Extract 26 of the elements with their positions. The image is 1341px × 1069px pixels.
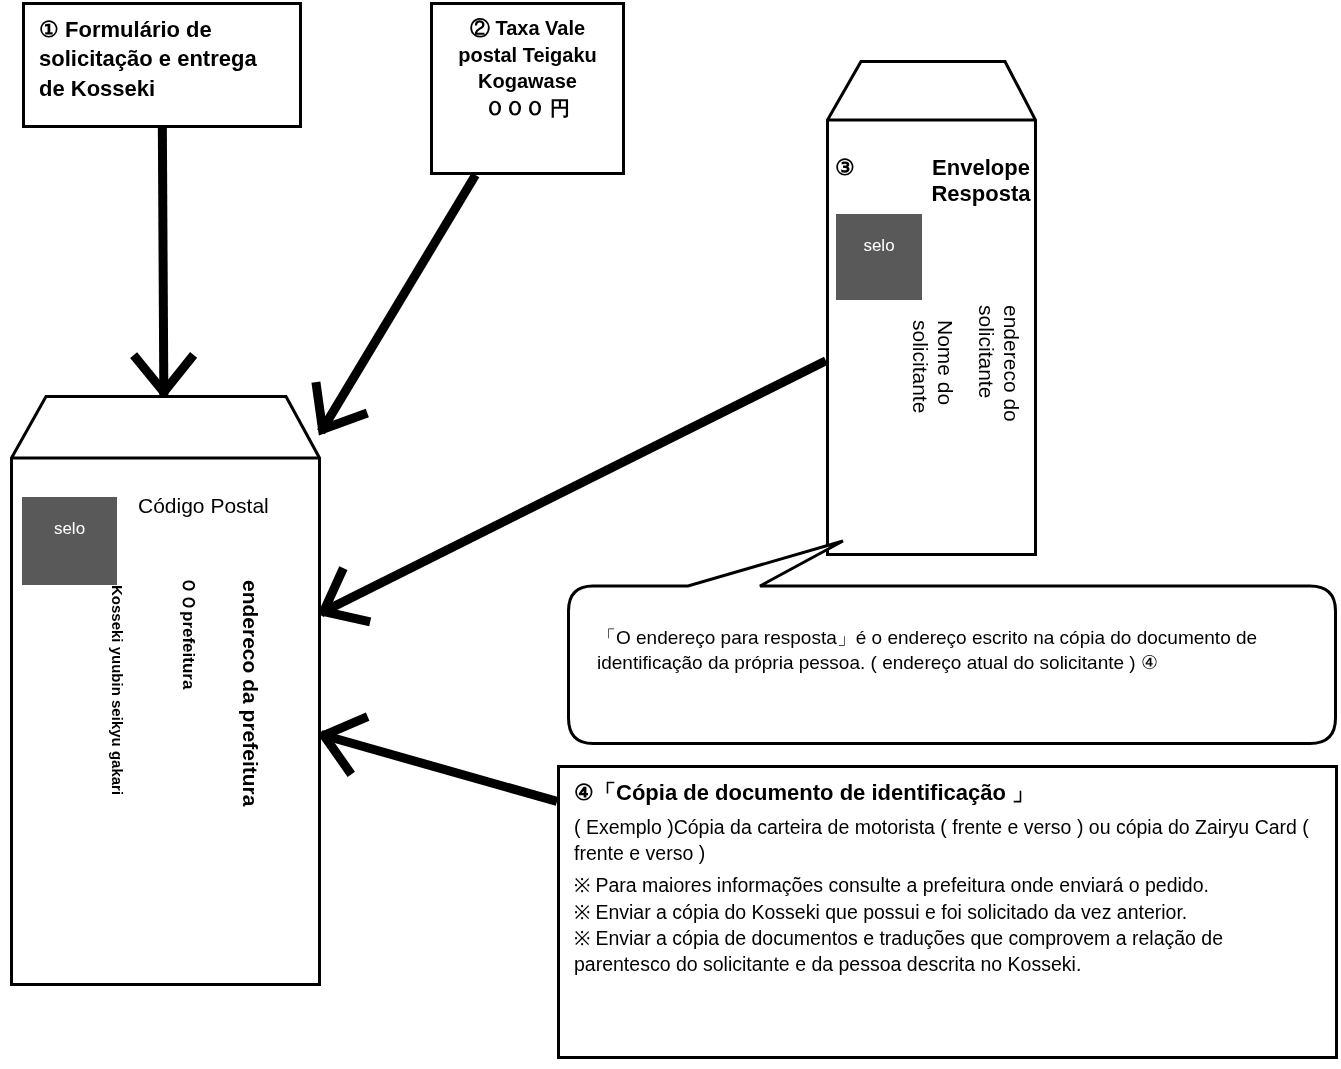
department-text: Kosseki yuubin seikyu gakari (108, 585, 126, 798)
arrow (311, 172, 480, 435)
postal-code-text: Código Postal (138, 493, 270, 519)
city-hall-text: ＯＯprefeitura (178, 577, 199, 692)
address-text: endereco do solicitante (974, 305, 1025, 424)
arrow (129, 127, 199, 397)
arrow (319, 712, 559, 806)
note-text: 「O endereço para resposta」é o endereço escrito na cópia do documento de identificação da própria pessoa. ( endereço atual do solicitante ) ④ (597, 626, 1259, 675)
envelope-title: Envelope Resposta (930, 155, 1032, 208)
address-text: endereco da prefeitura (238, 580, 264, 809)
note-text: ※ Enviar a cópia do Kosseki que possui e foi solicitado da vez anterior. (574, 899, 1189, 925)
note-text: ※ Enviar a cópia de documentos e traduções que comprovem a relação de parentesco do solicitante e da pessoa descrita no Kosseki. (574, 925, 1225, 978)
stamp-box: selo (836, 214, 922, 300)
name-text: Nome do solicitante (908, 320, 959, 416)
number-label: ③ (835, 155, 856, 182)
speech-bubble (567, 538, 1338, 745)
info-box (557, 765, 1338, 1059)
stamp-box: selo (22, 497, 117, 585)
envelope-drawing (826, 60, 1037, 556)
fee-box: ② Taxa Vale postal Teigaku Kogawase ＯＯＯ 円 (430, 2, 625, 175)
form-box: ① Formulário de solicitação e entrega de Kosseki (22, 2, 302, 128)
envelope-drawing (10, 395, 321, 986)
heading-text: ④「Cópia de documento de identificação 」 (574, 779, 1036, 807)
example-text: ( Exemplo )Cópia da carteira de motorista ( frente e verso ) ou cópia do Zairyu Card ( frente e verso ) (574, 814, 1310, 866)
arrow (319, 356, 828, 627)
note-text: ※ Para maiores informações consulte a prefeitura onde enviará o pedido. (574, 873, 1210, 899)
